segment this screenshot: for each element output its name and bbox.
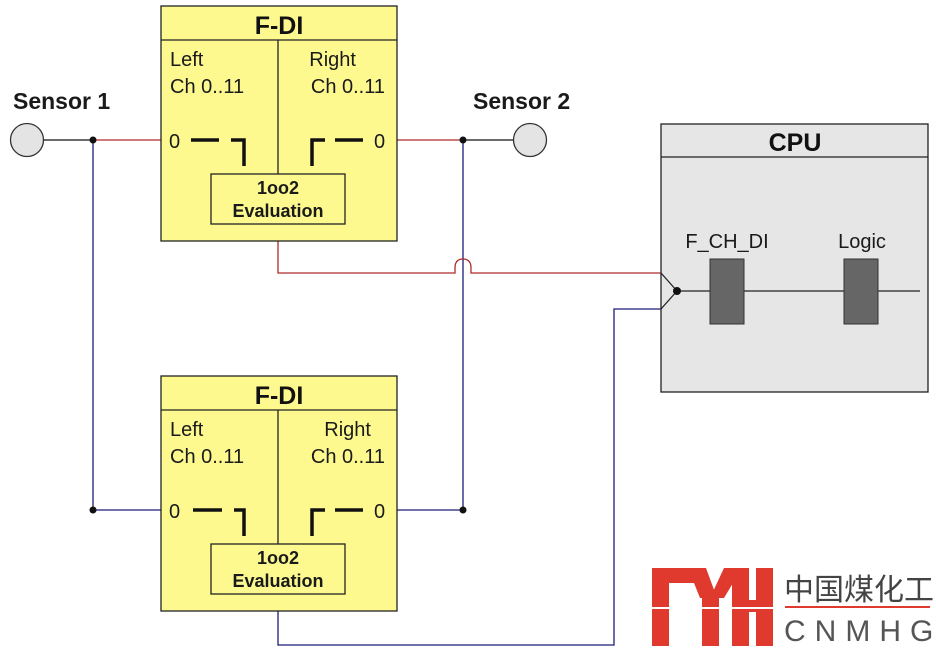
right-switch-contact-icon — [310, 138, 363, 166]
logic-block[interactable] — [843, 258, 879, 325]
f-ch-di-label: F_CH_DI — [685, 231, 768, 253]
cpu-module[interactable]: CPU F_CH_DI Logic — [660, 123, 929, 393]
junction-dot — [89, 136, 97, 144]
sensor2-to-module2-wire — [397, 140, 464, 511]
left-channel-label: Left — [170, 49, 204, 71]
fdi-module-1[interactable]: F-DI Left Ch 0..11 Right Ch 0..11 0 0 1o… — [160, 5, 398, 242]
merge-junction-dot — [673, 287, 681, 295]
left-input-number: 0 — [169, 131, 180, 153]
sensor1-label: Sensor 1 — [13, 88, 110, 114]
left-channel-range: Ch 0..11 — [170, 76, 244, 98]
left-input-number: 0 — [169, 501, 180, 523]
merge-line-blue — [660, 290, 678, 310]
junction-dot — [89, 506, 97, 514]
evaluation-box — [210, 543, 346, 595]
left-channel-range: Ch 0..11 — [170, 446, 244, 468]
right-channel-label: Right — [324, 419, 371, 441]
left-switch-contact-icon — [191, 138, 246, 166]
junction-dot — [459, 506, 467, 514]
evaluation-line1: 1oo2 — [257, 548, 299, 568]
sensor1-icon[interactable] — [9, 122, 45, 158]
evaluation-line1: 1oo2 — [257, 178, 299, 198]
sensor2-icon[interactable] — [512, 122, 548, 158]
junction-dot — [459, 136, 467, 144]
module-title: F-DI — [255, 12, 304, 40]
f-ch-di-block[interactable] — [709, 258, 745, 325]
logic-label: Logic — [838, 231, 886, 253]
logo-latin-text: CNMHG — [784, 615, 936, 648]
left-channel-label: Left — [170, 419, 204, 441]
right-switch-contact-icon — [310, 508, 363, 536]
right-input-number: 0 — [374, 131, 385, 153]
fdi-module-2[interactable]: F-DI Left Ch 0..11 Right Ch 0..11 0 0 1o… — [160, 375, 398, 612]
evaluation-line2: Evaluation — [232, 571, 323, 591]
evaluation-line2: Evaluation — [232, 201, 323, 221]
right-input-number: 0 — [374, 501, 385, 523]
evaluation-box — [210, 173, 346, 225]
module-title: F-DI — [255, 382, 304, 410]
left-switch-contact-icon — [193, 508, 246, 536]
logo-chinese-text: 中国煤化工 — [784, 573, 934, 608]
right-channel-range: Ch 0..11 — [311, 76, 385, 98]
company-logo: 中国煤化工 CNMHG — [648, 568, 936, 648]
sensor1-to-module2-wire — [92, 140, 161, 511]
module1-eval-to-cpu-wire — [277, 224, 661, 274]
right-channel-range: Ch 0..11 — [311, 446, 385, 468]
merge-line-red — [660, 272, 678, 292]
cpu-body — [660, 123, 929, 393]
cpu-title: CPU — [769, 129, 822, 157]
sensor2-label: Sensor 2 — [473, 88, 570, 114]
module2-eval-to-cpu-wire — [277, 308, 661, 646]
right-channel-label: Right — [309, 49, 356, 71]
